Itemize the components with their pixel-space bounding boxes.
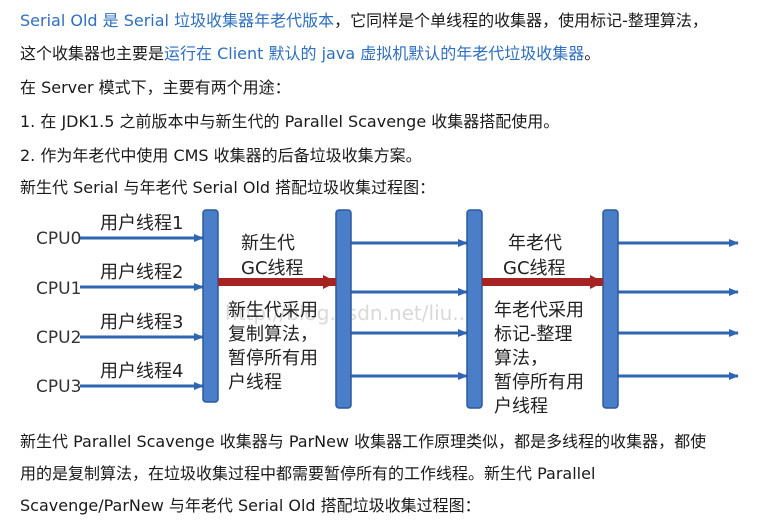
cpu-label-0: CPU0 (36, 229, 81, 249)
intro-line-2-pre: 这个收集器也主要是 (20, 44, 165, 63)
young-gc-note: 新生代采用 复制算法， 暂停所有用 户线程 (228, 300, 318, 393)
thread-label-4: 用户线程4 (100, 361, 183, 382)
intro-line-1-highlight: Serial Old 是 Serial 垃圾收集器年老代版本 (20, 11, 335, 30)
outro-line-1: 新生代 Parallel Scavenge 收集器与 ParNew 收集器工作原… (20, 432, 707, 451)
old-note-line-5: 户线程 (494, 396, 548, 417)
young-gc-title-2: GC线程 (241, 258, 304, 279)
outro-line-3: Scavenge/ParNew 与年老代 Serial Old 搭配垃圾收集过程… (20, 496, 481, 515)
diagram-caption: 新生代 Serial 与年老代 Serial Old 搭配垃圾收集过程图： (20, 178, 436, 197)
thread-label-2: 用户线程2 (100, 262, 183, 283)
thread-label-3: 用户线程3 (100, 312, 183, 333)
usage-item-1: 1. 在 JDK1.5 之前版本中与新生代的 Parallel Scavenge… (20, 112, 560, 131)
safepoint-bar-3 (466, 209, 483, 409)
young-note-line-2: 复制算法， (228, 324, 318, 345)
old-note-line-4: 暂停所有用 (494, 372, 584, 393)
cpu-label-3: CPU3 (36, 377, 81, 397)
safepoint-bar-1 (202, 209, 219, 403)
old-gc-note: 年老代采用 标记-整理 算法， 暂停所有用 户线程 (494, 300, 584, 417)
old-gc-title-1: 年老代 (508, 233, 562, 254)
safepoint-bar-4 (602, 209, 619, 409)
serial-gc-diagram: http://blog.csdn.net/liu... CPU0 CPU1 CP… (36, 209, 739, 417)
young-note-line-3: 暂停所有用 (228, 348, 318, 369)
intro-line-1: Serial Old 是 Serial 垃圾收集器年老代版本，它同样是个单线程的… (20, 10, 708, 32)
usage-item-2: 2. 作为年老代中使用 CMS 收集器的后备垃圾收集方案。 (20, 146, 422, 165)
intro-line-3: 在 Server 模式下，主要有两个用途： (20, 78, 291, 97)
cpu-label-1: CPU1 (36, 279, 81, 299)
thread-label-1: 用户线程1 (100, 213, 183, 234)
thread-arrows (80, 234, 739, 390)
old-gc-title-2: GC线程 (503, 258, 566, 279)
old-note-line-3: 算法， (494, 348, 548, 369)
young-note-line-1: 新生代采用 (228, 300, 318, 321)
user-thread-labels: 用户线程1 用户线程2 用户线程3 用户线程4 (100, 213, 183, 382)
old-note-line-1: 年老代采用 (494, 300, 584, 321)
cpu-labels: CPU0 CPU1 CPU2 CPU3 (36, 229, 81, 397)
young-note-line-4: 户线程 (228, 372, 282, 393)
safepoint-bar-2 (335, 209, 352, 409)
safepoint-bars (202, 209, 619, 409)
old-note-line-2: 标记-整理 (494, 324, 573, 345)
young-gc-title-1: 新生代 (241, 233, 295, 254)
intro-line-2-highlight: 运行在 Client 默认的 java 虚拟机默认的年老代垃圾收集器 (164, 44, 585, 63)
cpu-label-2: CPU2 (36, 328, 81, 348)
outro-line-2: 用的是复制算法，在垃圾收集过程中都需要暂停所有的工作线程。新生代 Paralle… (20, 464, 596, 483)
intro-line-2-post: 。 (584, 44, 601, 63)
intro-line-2: 这个收集器也主要是运行在 Client 默认的 java 虚拟机默认的年老代垃圾… (20, 43, 600, 65)
intro-line-1-rest: ，它同样是个单线程的收集器，使用标记-整理算法， (334, 11, 708, 30)
